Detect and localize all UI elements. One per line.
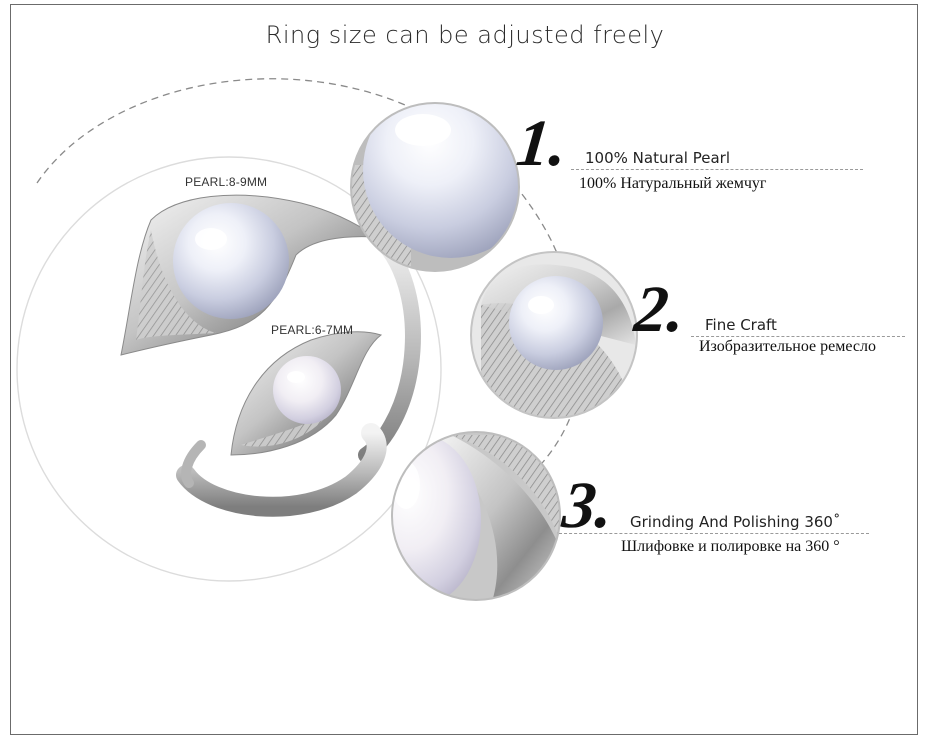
feature-number-2: 2. bbox=[631, 273, 689, 346]
page-title: Ring size can be adjusted freely bbox=[265, 21, 665, 49]
pearl-closeup-image bbox=[350, 102, 520, 272]
feature-title-3: Grinding And Polishing 360˚ bbox=[630, 513, 841, 531]
leaf-craft-closeup-image bbox=[470, 251, 638, 419]
product-frame: Ring size can be adjusted freely bbox=[10, 4, 918, 735]
pearl-large bbox=[173, 203, 289, 319]
feature-number-1: 1. bbox=[513, 107, 571, 180]
feature-divider-2 bbox=[691, 336, 905, 337]
pearl-small bbox=[273, 356, 341, 424]
feature-title-1: 100% Natural Pearl bbox=[585, 149, 731, 167]
feature-subtitle-2: Изобразительное ремесло bbox=[699, 338, 876, 355]
product-artwork bbox=[16, 78, 638, 601]
feature-number-3: 3. bbox=[559, 469, 617, 542]
polish-closeup-image bbox=[391, 431, 561, 601]
feature-subtitle-3: Шлифовке и полировке на 360 ° bbox=[621, 538, 840, 555]
feature-divider-1 bbox=[571, 169, 863, 170]
pearl-size-small-label: PEARL:6-7MM bbox=[271, 323, 354, 337]
feature-divider-3 bbox=[559, 533, 869, 534]
pearl-size-large-label: PEARL:8-9MM bbox=[185, 175, 268, 189]
feature-title-2: Fine Craft bbox=[705, 316, 777, 334]
ring-backdrop-circle bbox=[16, 156, 442, 582]
feature-subtitle-1: 100% Натуральный жемчуг bbox=[579, 175, 767, 192]
